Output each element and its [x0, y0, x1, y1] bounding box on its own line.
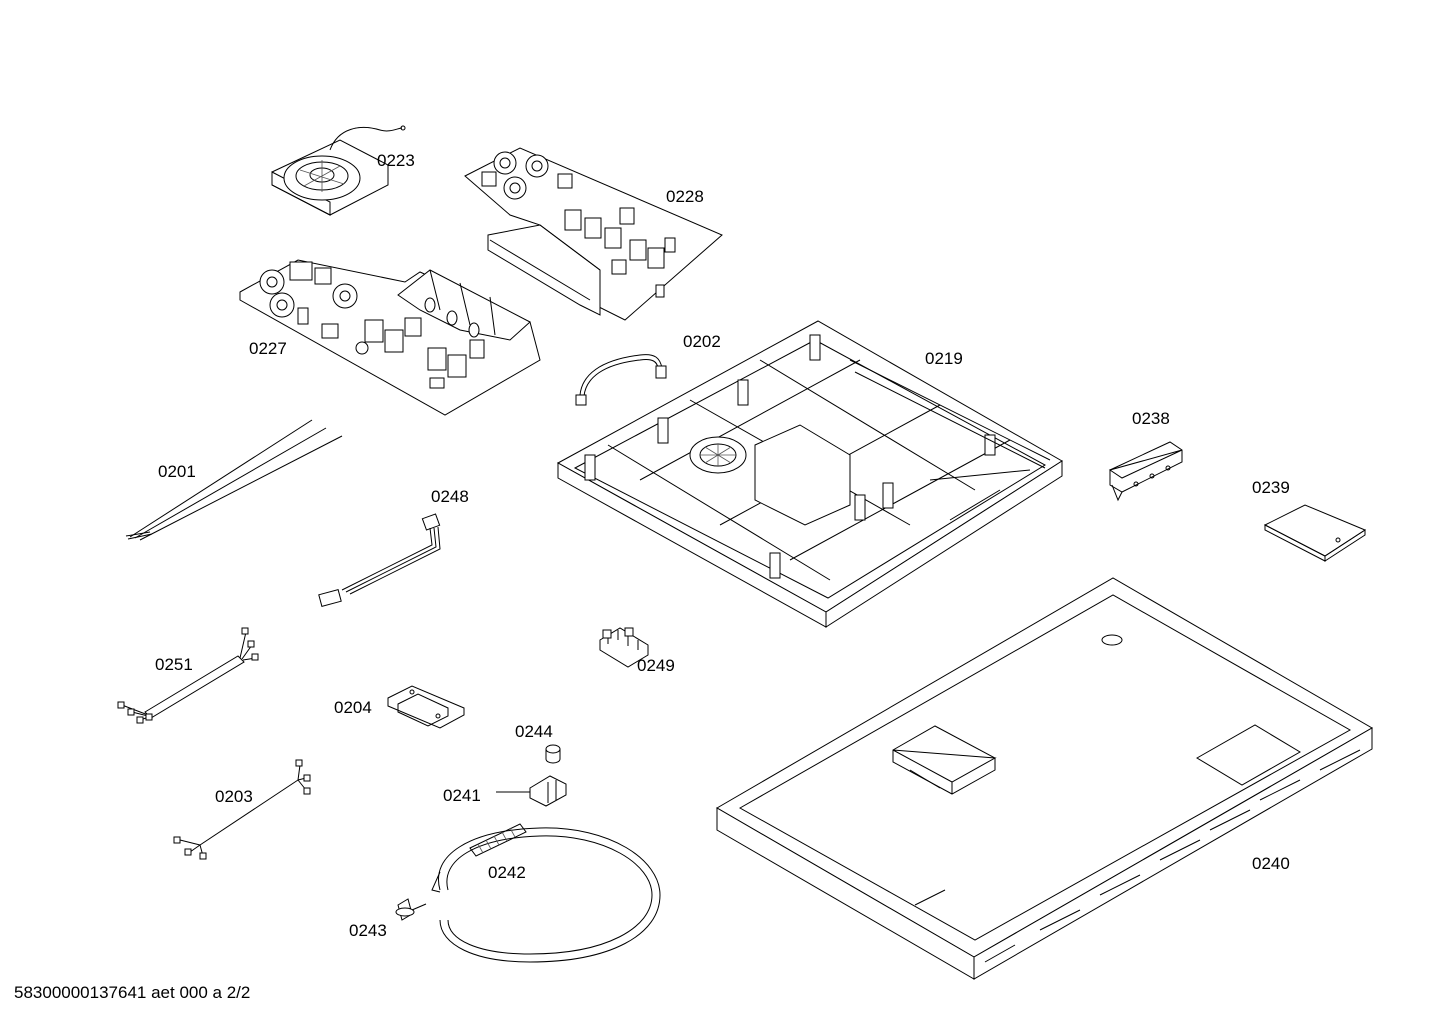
power-board-part-0227: [239, 259, 541, 416]
part-label-0239: 0239: [1252, 478, 1290, 497]
bracket-part-0204: [387, 685, 465, 729]
part-label-0243: 0243: [349, 921, 387, 940]
power-board-part-0228: [464, 147, 723, 321]
part-label-0203: 0203: [215, 787, 253, 806]
part-label-0249: 0249: [637, 656, 675, 675]
part-label-0238: 0238: [1132, 409, 1170, 428]
wires-part-0201: [125, 419, 343, 541]
drawing-reference-footer: 58300000137641 aet 000 a 2/2: [14, 983, 250, 1002]
flat-cable-part-0248: [318, 513, 441, 607]
part-label-0204: 0204: [334, 698, 372, 717]
plate-part-0239: [1263, 504, 1367, 562]
housing-part-0219: [556, 320, 1063, 628]
part-label-0242: 0242: [488, 863, 526, 882]
cable-part-0202: [575, 354, 667, 406]
part-label-0240: 0240: [1252, 854, 1290, 873]
fan-part-0223: [271, 125, 406, 216]
harness-part-0251: [117, 627, 259, 724]
part-labels: 0223 0228 0227 0202 0219 0238 0239 0201 …: [155, 151, 1290, 940]
screw-part-0243: [395, 898, 427, 921]
part-label-0219: 0219: [925, 349, 963, 368]
base-tray-part-0240: [716, 577, 1374, 980]
part-label-0241: 0241: [443, 786, 481, 805]
part-label-0244: 0244: [515, 722, 553, 741]
hose-part-0242: [431, 823, 661, 963]
part-label-0202: 0202: [683, 332, 721, 351]
part-label-0228: 0228: [666, 187, 704, 206]
part-label-0227: 0227: [249, 339, 287, 358]
part-label-0201: 0201: [158, 462, 196, 481]
part-label-0248: 0248: [431, 487, 469, 506]
wires-part-0203: [173, 759, 311, 860]
part-label-0251: 0251: [155, 655, 193, 674]
terminal-part-0249: [599, 627, 649, 668]
bracket-part-0238: [1108, 441, 1183, 502]
part-label-0223: 0223: [377, 151, 415, 170]
cap-part-0244: [545, 744, 561, 764]
clip-part-0241: [496, 775, 567, 807]
